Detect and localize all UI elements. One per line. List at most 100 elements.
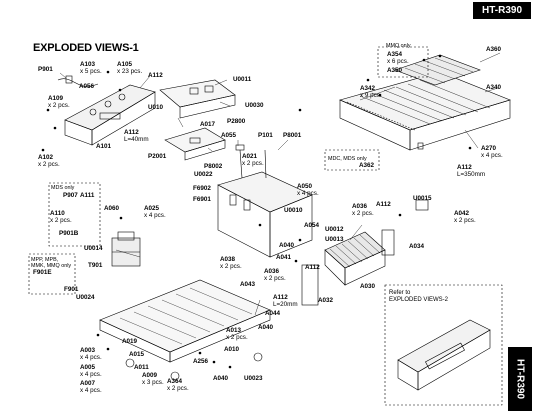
part-label-a055: A055 xyxy=(221,132,237,139)
part-label-p901: P901 xyxy=(38,66,53,73)
part-label-a040-bottom: A040 xyxy=(213,375,229,382)
part-label-p8001: P8001 xyxy=(283,132,302,139)
part-label-a044: A044 xyxy=(265,310,281,317)
front-panel-ref-drawing xyxy=(397,319,491,391)
part-label-f901: F901 xyxy=(64,286,79,293)
part-label-p907: P907 xyxy=(63,192,78,199)
part-label-a340: A340 xyxy=(486,84,502,91)
part-label-a017: A017 xyxy=(200,121,216,128)
part-label-u0023: U0023 xyxy=(244,375,263,382)
part-label-u0024: U0024 xyxy=(76,294,95,301)
part-label-p901b: P901B xyxy=(59,230,79,237)
mpp-only-box xyxy=(28,253,76,295)
transformer-drawing xyxy=(111,231,141,267)
part-label-a043: A043 xyxy=(240,281,256,288)
part-label-f6902: F6902 xyxy=(193,185,211,192)
part-label-a056: A056 xyxy=(79,83,95,90)
mmq-only-box xyxy=(377,46,429,78)
note-mpp-line1: MPP, MPB, xyxy=(31,257,59,263)
part-label-p2800: P2800 xyxy=(227,118,246,125)
part-label-p101: P101 xyxy=(258,132,273,139)
part-label-u0012: U0012 xyxy=(325,226,344,233)
part-label-a101: A101 xyxy=(96,143,112,150)
note-mpp-line2: MMK, MMQ only xyxy=(31,263,72,269)
part-label-a041: A041 xyxy=(276,254,292,261)
exploded-views-2-box xyxy=(384,284,503,406)
circuit-board-drawing xyxy=(159,79,236,161)
part-label-a011: A011 xyxy=(134,364,149,371)
part-label-a360: A360 xyxy=(486,46,502,53)
part-label-a019: A019 xyxy=(122,338,138,345)
note-mmq-only: MMQ only xyxy=(386,43,411,49)
part-label-u0022: U0022 xyxy=(194,171,213,178)
part-label-a054: A054 xyxy=(304,222,320,229)
part-label-a112-top-right: A112 xyxy=(376,201,391,208)
mds-only-box xyxy=(48,182,101,247)
mdc-mds-only-box xyxy=(324,149,380,171)
part-label-u0013: U0013 xyxy=(325,236,344,243)
bottom-chassis-drawing xyxy=(99,279,271,381)
part-label-u010: U010 xyxy=(148,104,164,111)
part-label-a362: A362 xyxy=(359,162,375,169)
model-header-tab: HT-R390 xyxy=(473,2,531,19)
part-label-u0014: U0014 xyxy=(84,245,103,252)
note-mds-only: MDS only xyxy=(51,185,75,191)
front-panel-left-drawing xyxy=(57,75,156,146)
part-label-a034: A034 xyxy=(409,243,425,250)
part-label-a112-top: A112 xyxy=(148,72,163,79)
part-label-u0030: U0030 xyxy=(245,102,264,109)
leader-lines xyxy=(59,52,501,316)
part-label-t901: T901 xyxy=(88,262,103,269)
part-label-a030: A030 xyxy=(360,283,376,290)
part-label-a112-mid: A112 xyxy=(305,264,320,271)
note-refer-line1: Refer to xyxy=(389,290,411,296)
part-label-p8002: P8002 xyxy=(204,163,223,170)
part-label-a256: A256 xyxy=(193,358,209,365)
part-label-u0011: U0011 xyxy=(233,76,252,83)
part-label-a040-right: A040 xyxy=(258,324,274,331)
center-frame-drawing xyxy=(217,144,313,258)
screw-markers xyxy=(41,54,472,369)
note-refer-line2: EXPLODED VIEWS-2 xyxy=(389,297,449,303)
top-cover-drawing xyxy=(339,54,511,151)
part-label-p2001: P2001 xyxy=(148,153,167,160)
heatsink-drawing xyxy=(301,199,429,306)
part-label-a060: A060 xyxy=(104,205,120,212)
part-label-a010: A010 xyxy=(224,346,240,353)
page-title: EXPLODED VIEWS-1 xyxy=(33,42,139,54)
note-mdc-mds-only: MDC, MDS only xyxy=(328,156,367,162)
model-side-tab: HT-R390 xyxy=(508,347,532,411)
part-label-f6901: F6901 xyxy=(193,196,211,203)
part-label-u0010: U0010 xyxy=(284,207,303,214)
part-label-a350: A350 xyxy=(387,67,403,74)
part-label-u0015: U0015 xyxy=(413,195,432,202)
part-label-f901e: F901E xyxy=(33,269,52,276)
part-label-a015: A015 xyxy=(129,351,145,358)
note-refer: Refer to EXPLODED VIEWS-2 xyxy=(389,290,448,304)
